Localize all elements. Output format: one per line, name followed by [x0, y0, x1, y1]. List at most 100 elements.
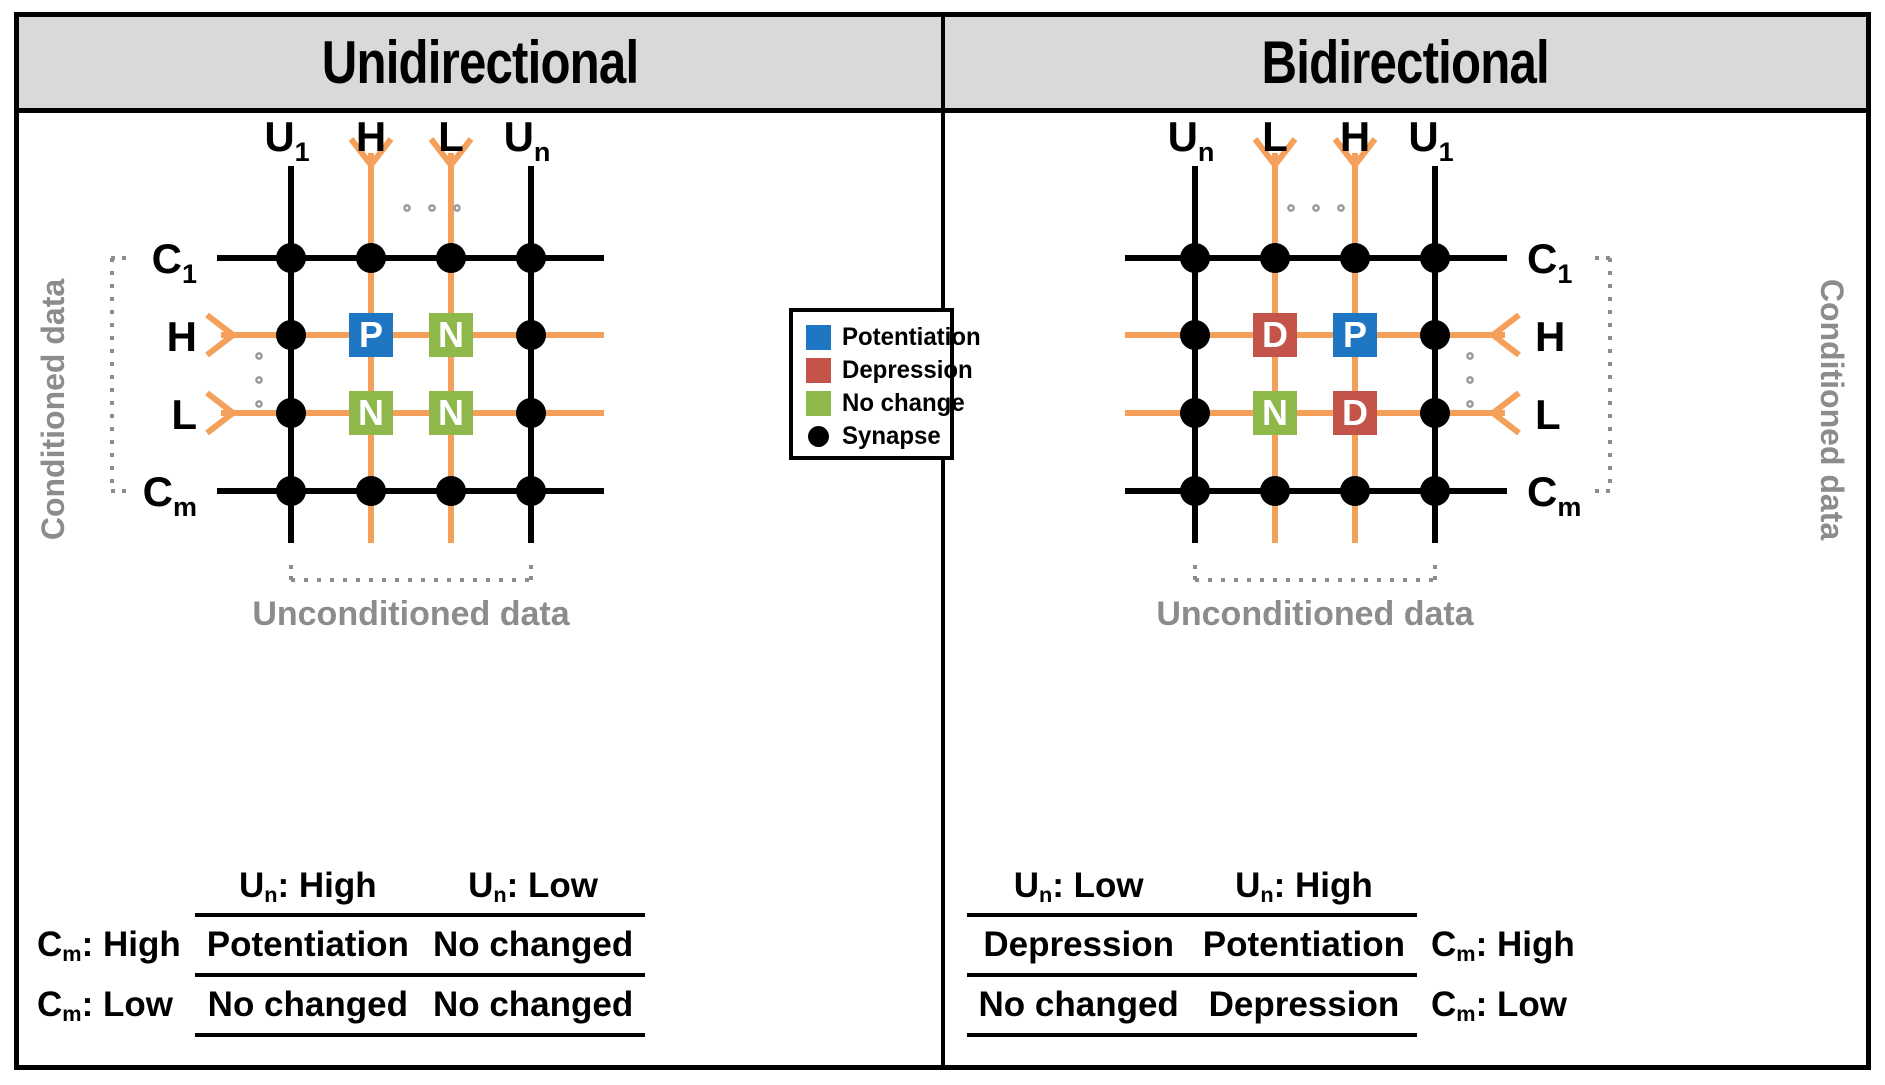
truth-col-header-0: Un: High — [238, 865, 377, 908]
column-label-U1: U1 — [1408, 113, 1453, 167]
svg-text:N: N — [1262, 392, 1288, 433]
legend-label-potentiation: Potentiation — [842, 323, 981, 351]
crossbar-array-bidirectional: D P N D Un — [1124, 113, 1612, 633]
synapse-dot — [1419, 476, 1450, 506]
unconditioned-data-bracket-right — [1192, 565, 1437, 582]
cell-L-H-depression: D — [1332, 391, 1377, 435]
synapse-dots — [1179, 243, 1450, 506]
legend-label-no-change: No change — [842, 389, 965, 417]
truth-col-header-0: Un: Low — [1013, 865, 1144, 908]
conditioned-horizontal-wires — [221, 332, 604, 416]
synapse-dot — [1419, 320, 1450, 350]
synapse-dot — [516, 243, 546, 273]
cell-L-L-no-change: N — [1252, 391, 1297, 435]
synapse-dot — [436, 243, 466, 273]
row-labels: C1 H L Cm — [1527, 235, 1581, 522]
column-label-U1: U1 — [264, 113, 309, 167]
state-markers: P N N N — [349, 313, 473, 435]
truth-row-header-0: Cm: High — [1431, 924, 1575, 967]
cell-L-H-no-change: N — [349, 391, 393, 435]
column-arrow-heads — [348, 137, 474, 170]
synapse-dot — [1259, 243, 1290, 273]
synapse-dot — [516, 476, 546, 506]
synapse-dot — [1179, 243, 1210, 273]
synapse-dot — [1419, 398, 1450, 428]
table-row: No changed Depression Cm: Low — [966, 973, 1575, 1037]
conditioned-data-bracket-left — [110, 256, 127, 493]
state-markers: D P N D — [1252, 313, 1377, 435]
unconditioned-data-label-right: Unconditioned data — [1156, 595, 1474, 633]
unconditioned-vertical-wires — [288, 166, 534, 543]
panel-bidirectional: Conditioned data — [945, 113, 1867, 1065]
truth-cell-0-1: Potentiation — [1190, 913, 1418, 977]
column-label-Un: Un — [504, 113, 551, 167]
panels-container: Conditioned data — [19, 113, 1866, 1065]
synapse-dot — [1179, 398, 1210, 428]
truth-cell-1-0: No changed — [194, 973, 421, 1037]
legend-label-depression: Depression — [842, 356, 973, 384]
synapse-dot — [436, 476, 466, 506]
column-label-L: L — [438, 113, 464, 160]
arrow-row-L — [205, 390, 238, 436]
row-label-Cm: Cm — [143, 468, 197, 522]
synapse-dot — [1179, 320, 1210, 350]
synapse-dot — [1259, 476, 1290, 506]
arrow-col-H — [348, 137, 394, 170]
row-ellipsis — [1465, 352, 1474, 408]
cell-H-H-potentiation: P — [349, 313, 393, 357]
cell-L-L-no-change: N — [429, 391, 473, 435]
truth-cell-0-0: Potentiation — [194, 913, 421, 977]
no-change-swatch-icon — [806, 391, 831, 416]
figure-frame: Unidirectional Bidirectional Conditioned… — [14, 12, 1871, 1070]
truth-cell-1-1: No changed — [420, 973, 646, 1037]
svg-text:D: D — [1342, 392, 1368, 433]
synapse-dot — [1419, 243, 1450, 273]
panel-title-unidirectional: Unidirectional — [321, 29, 639, 96]
column-labels: Un L H U1 — [1167, 113, 1453, 167]
column-arrow-heads — [1252, 137, 1377, 170]
truth-row-header-0: Cm: High — [37, 924, 181, 967]
column-label-L: L — [1262, 113, 1288, 160]
panel-titles-band: Unidirectional Bidirectional — [19, 17, 1866, 113]
svg-text:P: P — [359, 314, 383, 355]
row-label-L: L — [171, 391, 197, 438]
row-label-L: L — [1535, 391, 1561, 438]
synapse-dot-icon — [806, 424, 831, 449]
column-label-Un: Un — [1167, 113, 1214, 167]
synapse-dot — [276, 476, 306, 506]
synapse-dots — [276, 243, 546, 506]
row-arrow-heads — [1487, 312, 1521, 436]
synapse-dot — [516, 320, 546, 350]
table-row: Cm: High Potentiation No changed — [37, 913, 646, 977]
unconditioned-horizontal-wires — [1124, 255, 1507, 494]
svg-text:D: D — [1262, 314, 1288, 355]
truth-header-row: Un: High Un: Low — [37, 859, 645, 915]
column-label-H: H — [1339, 113, 1369, 160]
column-labels: U1 H L Un — [264, 113, 550, 167]
truth-cell-0-1: No changed — [420, 913, 646, 977]
cell-H-L-no-change: N — [429, 313, 473, 357]
unconditioned-horizontal-wires — [217, 255, 604, 494]
legend-label-synapse: Synapse — [842, 422, 941, 450]
synapse-dot — [276, 398, 306, 428]
row-label-C1: C1 — [152, 235, 197, 289]
synapse-dot — [356, 476, 386, 506]
panel-title-cell-unidirectional: Unidirectional — [19, 17, 945, 113]
arrow-col-L — [428, 137, 474, 170]
crossbar-array-unidirectional: P N N N U1 — [110, 113, 604, 633]
row-label-H: H — [167, 313, 197, 360]
legend-box: Potentiation Depression No change Synaps… — [789, 308, 981, 460]
truth-col-header-1: Un: Low — [468, 865, 599, 908]
arrow-row-H — [205, 312, 238, 358]
column-ellipsis — [403, 204, 461, 212]
row-label-C1: C1 — [1527, 235, 1572, 289]
row-labels: C1 H L Cm — [143, 235, 197, 522]
legend-item-potentiation: Potentiation — [806, 321, 981, 354]
svg-text:N: N — [438, 392, 464, 433]
synapse-dot — [1179, 476, 1210, 506]
truth-row-header-1: Cm: Low — [37, 984, 173, 1027]
row-label-Cm: Cm — [1527, 468, 1581, 522]
legend-item-depression: Depression — [806, 354, 973, 387]
legend-item-synapse: Synapse — [806, 420, 950, 453]
truth-row-header-1: Cm: Low — [1431, 984, 1567, 1027]
